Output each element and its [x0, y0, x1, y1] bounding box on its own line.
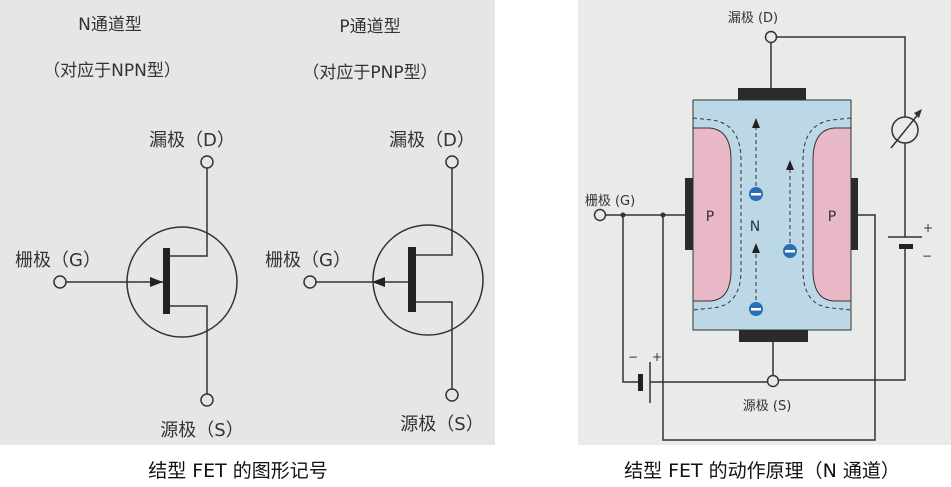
ammeter-icon	[891, 116, 919, 144]
n-gate-arrow-icon	[150, 277, 163, 287]
p-drain-label: 漏极（D）	[389, 130, 475, 151]
op-drain-terminal	[764, 30, 778, 44]
drain-to-meter-wire	[777, 36, 906, 117]
battery-right-minus: −	[922, 249, 932, 263]
right-gate-loop-wire	[662, 214, 876, 441]
p-source-wire	[416, 301, 453, 389]
n-gate-label: 栅极（G）	[15, 250, 101, 271]
battery-left-minus: −	[628, 350, 638, 364]
source-electrode	[739, 330, 808, 342]
n-drain-wire	[170, 168, 208, 257]
ammeter-arrow-icon	[914, 109, 922, 118]
battery-right-plus: +	[923, 221, 933, 235]
p-gate-label: 栅极（G）	[265, 250, 351, 271]
op-drain-label: 漏极 (D)	[728, 10, 778, 26]
junction-dot	[660, 212, 666, 218]
electron-icon	[783, 244, 797, 258]
n-channel-bar	[163, 248, 170, 314]
p-channel-symbol: P通道型 （对应于PNP型） 漏极（D） 栅极（G） 源极（S）	[265, 17, 484, 435]
op-source-terminal	[766, 374, 780, 388]
gate-electrode-left	[685, 178, 693, 250]
n-source-label: 源极（S）	[160, 420, 243, 441]
p-region-left	[692, 127, 732, 302]
up-arrow-icon	[786, 160, 794, 170]
n-channel-label: N	[750, 219, 760, 235]
p-gate-arrow-icon	[372, 277, 385, 287]
battery-short-plate	[899, 244, 913, 249]
left-caption: 结型 FET 的图形记号	[148, 460, 328, 482]
op-gate-terminal	[593, 208, 607, 222]
electron-icon	[749, 302, 763, 316]
gate-battery-short-plate	[638, 374, 643, 391]
n-type-subtitle: （对应于NPN型）	[43, 61, 181, 81]
p-region-right	[812, 127, 852, 302]
gate-electrode-right	[851, 178, 858, 250]
p-right-label: P	[828, 209, 836, 225]
p-symbol-circle	[372, 224, 484, 336]
n-drain-label: 漏极（D）	[149, 130, 235, 151]
n-type-title: N通道型	[78, 15, 142, 35]
battery-left-plus: +	[652, 350, 662, 364]
up-arrow-icon	[752, 243, 760, 253]
left-panel-bg	[0, 0, 495, 445]
drain-electrode	[738, 88, 806, 100]
up-arrow-icon	[752, 118, 760, 128]
op-source-label: 源极 (S)	[743, 399, 792, 414]
n-source-wire	[170, 305, 208, 394]
p-left-label: P	[706, 209, 714, 225]
p-type-title: P通道型	[339, 17, 400, 37]
ammeter-needle	[890, 111, 921, 149]
gate-bias-wire	[622, 215, 640, 383]
electron-icon	[749, 187, 763, 201]
junction-dot	[620, 212, 626, 218]
right-caption: 结型 FET 的动作原理（N 通道）	[624, 460, 900, 482]
p-type-subtitle: （对应于PNP型）	[302, 63, 437, 83]
p-channel-bar	[408, 247, 416, 312]
jfet-operation-diagram: 漏极 (D) 栅极 (G) 源极 (S) + − − +	[585, 10, 933, 441]
p-drain-wire	[416, 168, 453, 256]
depletion-boundary-left	[692, 117, 742, 311]
op-gate-label: 栅极 (G)	[585, 194, 635, 209]
p-source-label: 源极（S）	[400, 414, 483, 435]
depletion-boundary-right	[802, 117, 852, 311]
battery-to-source-wire	[779, 246, 906, 381]
n-channel-symbol: N通道型 （对应于NPN型） 漏极（D） 栅极（G） 源极（S）	[15, 15, 244, 441]
